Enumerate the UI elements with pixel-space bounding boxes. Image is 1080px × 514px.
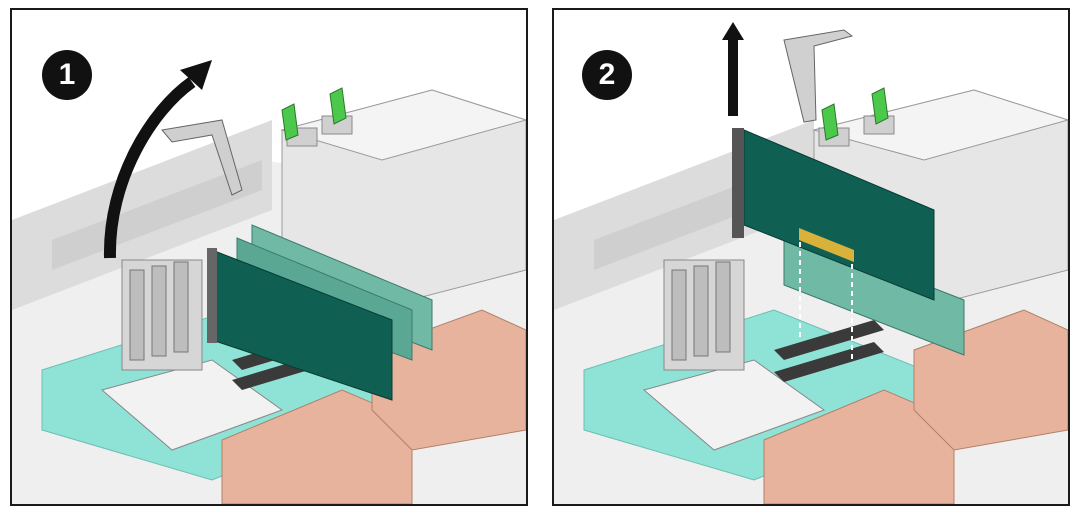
step-1-panel: 1 [10,8,528,506]
step-number-badge: 2 [582,50,632,100]
gold-contacts [799,228,854,262]
curved-up-arrow-icon [103,77,196,259]
step-1-illustration [12,60,526,504]
power-supply-top [812,89,1068,161]
green-latch [821,103,839,141]
pci-latch-lever [161,119,243,196]
pci-latch-lever [783,29,854,123]
card-bracket [732,128,744,238]
pci-slot-connector [774,320,884,360]
green-latch [281,103,299,141]
step-2-panel: 2 [552,8,1070,506]
heatsink [221,389,413,504]
curved-up-arrow-icon [180,60,212,90]
slot-cover [693,265,709,357]
pci-slot-connector [774,342,884,382]
slot-cover [671,269,687,361]
step-number-badge: 1 [42,50,92,100]
card-bracket [207,248,217,343]
straight-up-arrow-icon [722,22,744,40]
green-latch [329,87,347,125]
slot-cover [173,261,189,353]
green-latch [871,87,889,125]
step-2-illustration [554,22,1068,504]
power-supply-top [280,89,526,161]
straight-up-arrow-icon [728,38,738,116]
slot-cover [715,261,731,353]
slot-cover [129,269,145,361]
slot-cover [151,265,167,357]
heatsink [763,389,955,504]
